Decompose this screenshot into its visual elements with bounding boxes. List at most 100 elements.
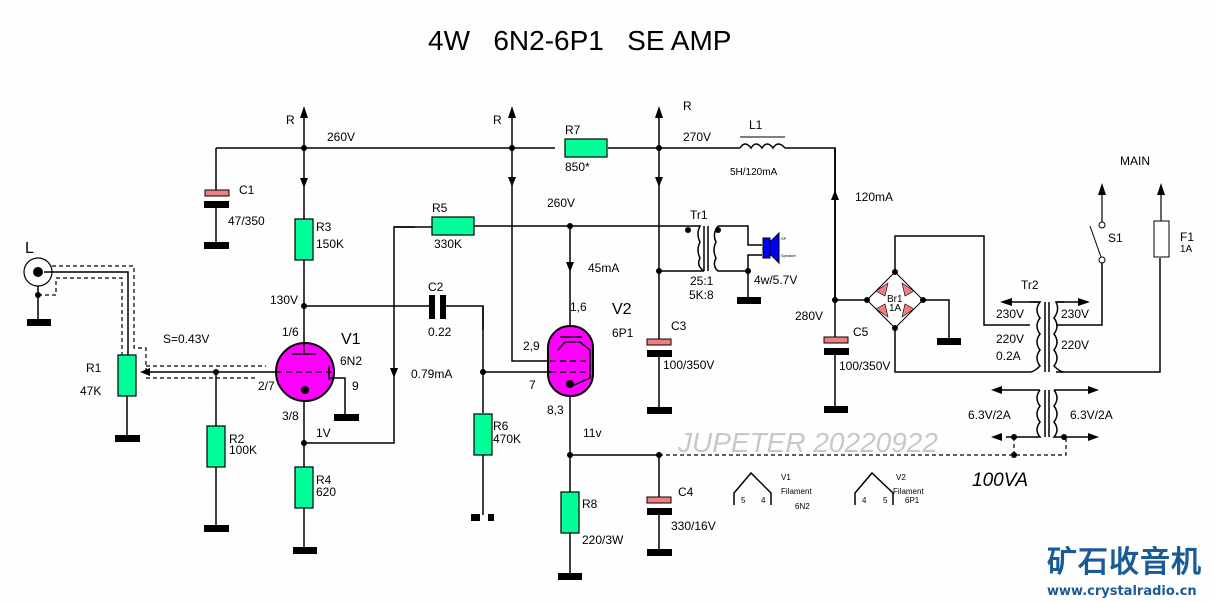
r3-name: R3 [316,220,332,234]
ground-icon [204,525,229,532]
r6-name: R6 [493,419,509,433]
br1-value: 1A [889,303,902,314]
c2-plate-b [440,295,446,319]
fil-right-rating: 6.3V/2A [1070,408,1113,422]
r2-value: 100K [229,443,257,457]
watermark: JUPETER 20220922 [677,427,938,458]
i45-label: 45mA [588,261,619,275]
ground-icon [824,406,848,413]
v1-pin-anode: 1/6 [282,325,299,339]
v2-filament: 4 5 [854,471,894,505]
c2-plate-a [429,295,435,319]
v1-pin-cathode: 3/8 [282,409,299,423]
ground-icon [293,547,317,554]
c4-name: C4 [678,485,694,499]
v1-fil-pin-b: 4 [761,496,766,505]
input-label: L [25,240,34,257]
tr1-ratio: 25:1 [690,274,714,288]
ground-icon [937,338,961,345]
c5-positive-plate [823,336,849,344]
tr2-sec-230: 230V [1061,307,1089,321]
r4-value: 620 [316,485,336,499]
c3-positive-plate [646,338,672,346]
r4-name: R4 [316,473,332,487]
s1-name: S1 [1108,231,1123,245]
v11-label: 11v [583,426,601,440]
c1-positive-plate [204,189,230,197]
tr2-pri-230: 230V [996,307,1024,321]
r7-value: 850* [565,160,590,174]
speaker-sp-label: SP [781,236,787,241]
r4-resistor [294,466,314,509]
v2-name: V2 [612,301,632,318]
s1-power-switch[interactable] [1089,183,1106,264]
r-arrow-1: R [286,106,308,148]
tr1-output-transformer [659,225,762,272]
r-label-1: R [286,113,295,127]
tr2-name: Tr2 [1021,278,1039,292]
r5-resistor [431,216,475,236]
tr2-power-transformer [1000,258,1161,373]
f1-name: F1 [1180,230,1194,244]
v1-fil-label: Filament [781,487,812,496]
v2-type: 6P1 [612,326,634,340]
current-arrow-icon [390,368,398,378]
ground-icon [737,297,761,304]
i079-label: 0.79mA [411,367,452,381]
f1-value: 1A [1180,244,1193,255]
v2-fil-tube: V2 [896,473,906,482]
v1-filament: 5 4 [733,471,772,505]
v130-label: 130V [270,293,298,307]
r5-name: R5 [432,201,448,215]
c1-negative-plate [204,201,229,208]
c4-value: 330/16V [671,519,716,533]
r8-name: R8 [582,497,598,511]
mains-label: MAIN [1120,154,1150,168]
r8-resistor [560,491,580,534]
tr1-impedance: 5K:8 [689,288,714,302]
v2-pin-g2: 2,9 [523,339,540,353]
r1-potentiometer[interactable] [117,354,137,397]
r6-resistor [473,413,493,456]
signal-level: S=0.43V [163,332,209,346]
tr1-name: Tr1 [690,208,708,222]
ground-icon [27,319,51,326]
v1-pin-grid: 2/7 [258,379,275,393]
i120-label: 120mA [855,190,893,204]
f1-fuse [1153,183,1170,258]
current-arrow-icon [831,190,839,200]
v260-mid-label: 260V [547,196,575,210]
l1-value: 5H/120mA [730,167,778,178]
r-arrow-2: R [493,106,516,148]
current-arrow-icon [508,177,516,187]
c1-name: C1 [239,183,255,197]
br1-name: Br1 [887,294,903,305]
v2-pin-anode: 1,6 [570,300,587,314]
r1-value: 47K [80,384,101,398]
v1-tube [275,342,346,418]
r8-value: 220/3W [582,533,624,547]
speaker-icon [762,231,780,265]
v1-name: V1 [341,331,361,348]
ground-icon [204,242,229,249]
wiper-arrow-icon [140,368,150,376]
r7-resistor [564,138,608,158]
site-url[interactable]: www.crystalradio.cn [1047,584,1197,599]
r-label-2: R [493,113,502,127]
site-logo: 矿石收音机 [1047,545,1202,580]
r1-name: R1 [86,361,102,375]
v270-label: 270V [683,130,711,144]
v2-tube [547,325,594,397]
ground-icon [115,435,140,442]
fil-left-rating: 6.3V/2A [968,408,1011,422]
input-jack[interactable] [23,257,53,287]
c2-value: 0.22 [428,325,452,339]
c3-value: 100/350V [663,358,714,372]
c5-negative-plate [824,348,849,355]
r-label-3: R [683,99,692,113]
v2-fil-label: Filament [893,487,924,496]
tr2-current: 0.2A [996,349,1021,363]
v260-top-label: 260V [327,130,355,144]
c3-negative-plate [647,350,672,357]
v2-fil-pin-b: 5 [883,496,888,505]
